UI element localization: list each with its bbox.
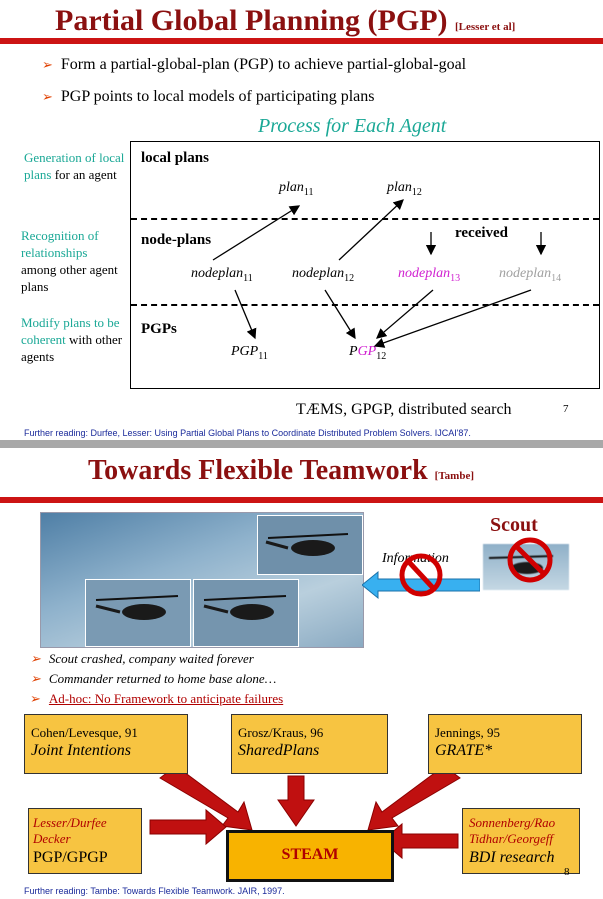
process-diagram: local plans node-plans received PGPs pla… [130,141,600,389]
slide1-further-reading: Further reading: Durfee, Lesser: Using P… [24,428,471,438]
box-steam: STEAM [226,830,394,882]
label-modify: Modify plans to be coherent with other a… [21,314,126,365]
no-sign-icon [505,535,555,585]
box-cohen-levesque: Cohen/Levesque, 91 Joint Intentions [24,714,188,774]
label-recognition: Recognition of relationships among other… [21,227,126,295]
slide1-bullet-1: ➢Form a partial-global-plan (PGP) to ach… [42,56,466,74]
box-grosz-kraus: Grosz/Kraus, 96 SharedPlans [231,714,388,774]
helicopter-icon [258,516,362,574]
arrow-bullet-icon: ➢ [30,651,41,666]
slide2-title-bar [0,497,603,503]
box-lesser-durfee: Lesser/Durfee Decker PGP/GPGP [28,808,142,874]
slide1-footer-text: TÆMS, GPGP, distributed search [296,401,512,419]
helicopter-photo [85,579,191,647]
label-generation: Generation of local plans for an agent [24,149,129,183]
slide-separator [0,440,603,448]
helicopter-icon [86,580,190,646]
slide2-bullet-1: ➢Scout crashed, company waited forever [30,651,254,667]
arrow-bullet-icon: ➢ [30,671,41,686]
helicopter-icon [194,580,298,646]
slide2-page-number: 8 [564,866,570,878]
helicopter-photo [257,515,363,575]
slide1-bullet-2: ➢PGP points to local models of participa… [42,88,375,106]
arrow-bullet-icon: ➢ [42,89,53,104]
slide1-title-bar [0,38,603,44]
slide1-page-number: 7 [563,403,569,415]
scout-label: Scout [490,514,538,537]
arrow-bullet-icon: ➢ [42,57,53,72]
diagram-title: Process for Each Agent [258,115,446,138]
helicopter-photo [193,579,299,647]
slide2-further-reading: Further reading: Tambe: Towards Flexible… [24,886,285,896]
no-sign-icon [398,550,444,600]
slide2-bullet-2: ➢Commander returned to home base alone… [30,671,276,687]
box-jennings: Jennings, 95 GRATE* [428,714,582,774]
box-sonnenberg-rao: Sonnenberg/Rao Tidhar/Georgeff BDI resea… [462,808,580,874]
slide1-citation: [Lesser et al] [455,21,515,33]
slide2-title: Towards Flexible Teamwork [Tambe] [88,455,474,487]
slide1-title: Partial Global Planning (PGP) [Lesser et… [55,4,515,38]
slide2-citation: [Tambe] [435,470,474,482]
diagram-arrows [131,142,599,388]
helicopters-image [40,512,364,648]
